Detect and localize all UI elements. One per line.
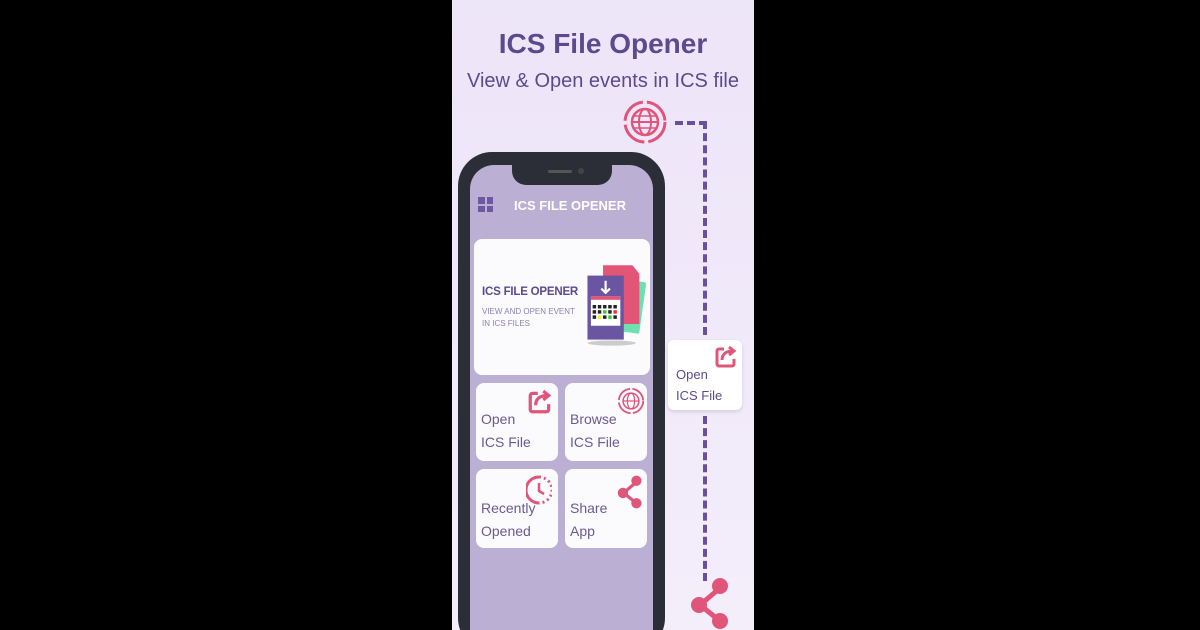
- connector-line: [703, 121, 707, 335]
- calendar-file-illustration: [587, 265, 647, 346]
- connector-line: [675, 121, 707, 125]
- share-icon: [691, 578, 728, 629]
- banner-title: ICS FILE OPENER: [482, 286, 579, 298]
- share-icon: [617, 475, 642, 509]
- menu-grid-icon[interactable]: [478, 197, 493, 212]
- phone-screen: ICS FILE OPENER ICS FILE OPENER VIEW AND…: [470, 165, 653, 630]
- app-header-title: ICS FILE OPENER: [514, 198, 626, 213]
- open-external-icon: [715, 345, 737, 368]
- app-banner: ICS FILE OPENER VIEW AND OPEN EVENT IN I…: [474, 239, 650, 375]
- poster-title: ICS File Opener: [498, 28, 708, 59]
- banner-subtitle: VIEW AND OPEN EVENT IN ICS FILES: [482, 307, 575, 328]
- poster-subtitle: View & Open events in ICS file: [467, 70, 739, 92]
- globe-icon: [623, 100, 667, 144]
- promo-poster: ICS File Opener View & Open events in IC…: [452, 0, 754, 630]
- connector-line: [703, 416, 707, 581]
- globe-icon: [617, 387, 645, 415]
- phone-notch: [512, 165, 612, 185]
- clock-icon: [526, 475, 552, 505]
- open-external-icon: [528, 389, 552, 414]
- phone-mockup: ICS FILE OPENER ICS FILE OPENER VIEW AND…: [458, 152, 665, 630]
